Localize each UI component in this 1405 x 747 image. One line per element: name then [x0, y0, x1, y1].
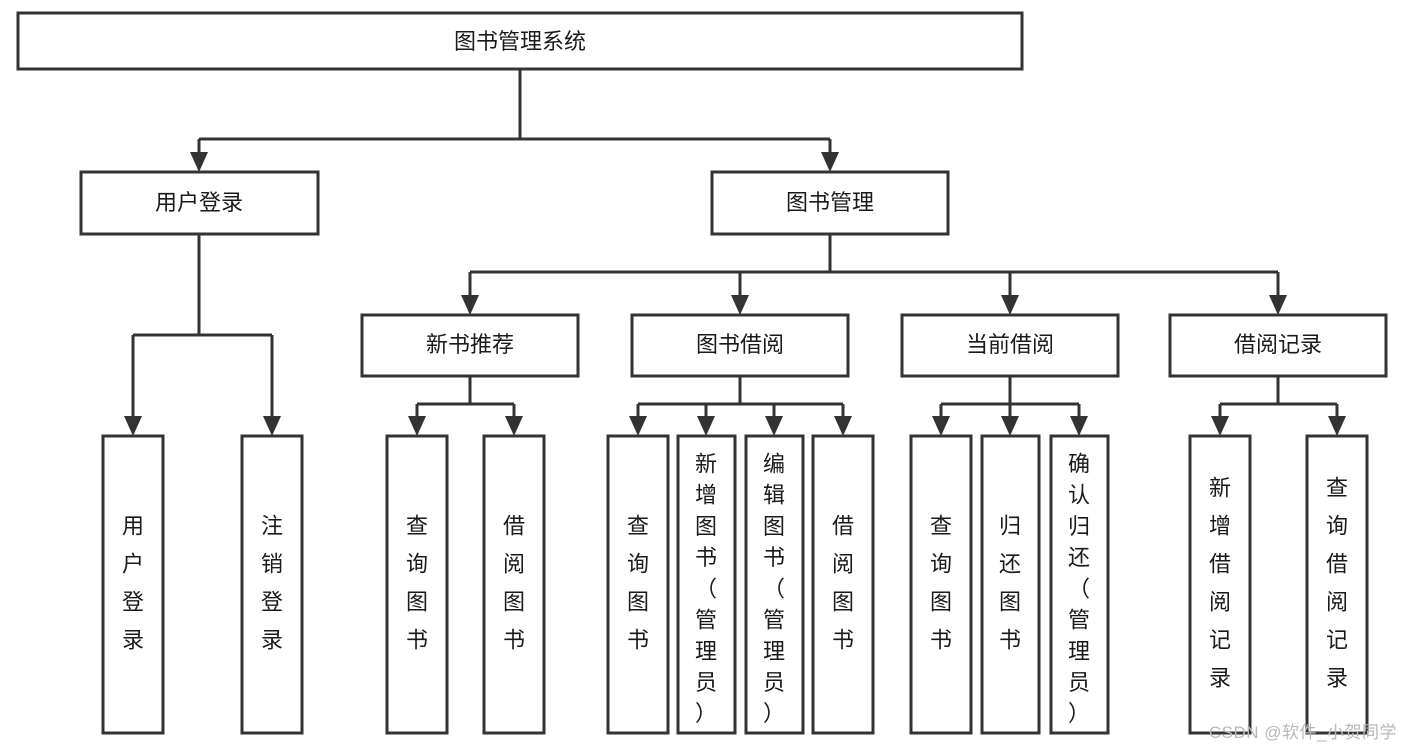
node-leaf-13-box[interactable]	[1305, 434, 1369, 735]
node-leaf-10[interactable]: 归还图书	[980, 434, 1041, 735]
arrow-leaf-11	[1070, 416, 1088, 436]
arrow-leaf-8	[834, 416, 852, 436]
node-leaf-9[interactable]: 查询图书	[909, 434, 973, 735]
node-book-borrow[interactable]: 图书借阅	[630, 313, 850, 378]
node-new-book-rec[interactable]: 新书推荐	[360, 313, 580, 378]
node-leaf-9-box[interactable]	[909, 434, 973, 735]
node-book-borrow-box[interactable]	[630, 313, 850, 378]
node-current-borrow-label: 当前借阅	[966, 332, 1054, 357]
node-leaf-6-label: 新增图书（管理员）	[695, 451, 717, 726]
node-leaf-1-box[interactable]	[101, 434, 165, 735]
node-borrow-record[interactable]: 借阅记录	[1168, 313, 1388, 378]
arrow-book-mgmt	[821, 152, 839, 172]
node-leaf-2-label: 注销登录	[261, 513, 283, 652]
node-book-mgmt[interactable]: 图书管理	[710, 170, 950, 236]
arrow-book-borrow	[731, 295, 749, 315]
arrow-current-borrow	[1001, 295, 1019, 315]
node-leaf-10-box[interactable]	[980, 434, 1041, 735]
node-leaf-7-label: 编辑图书（管理员）	[763, 451, 785, 726]
node-root-label: 图书管理系统	[454, 29, 586, 54]
arrow-user-login	[190, 152, 208, 172]
node-leaf-13[interactable]: 查询借阅记录	[1305, 434, 1369, 735]
node-leaf-9-label: 查询图书	[930, 513, 952, 652]
node-leaf-12-box[interactable]	[1188, 434, 1252, 735]
node-root[interactable]: 图书管理系统	[16, 11, 1024, 71]
node-book-mgmt-box[interactable]	[710, 170, 950, 236]
arrow-leaf-9	[932, 416, 950, 436]
node-borrow-record-box[interactable]	[1168, 313, 1388, 378]
node-leaf-11[interactable]: 确认归还（管理员）	[1049, 434, 1110, 735]
node-leaf-13-label: 查询借阅记录	[1326, 475, 1348, 690]
node-leaf-6-box[interactable]	[676, 434, 737, 735]
node-leaf-10-label: 归还图书	[999, 513, 1021, 652]
node-leaf-4-label: 借阅图书	[503, 513, 525, 652]
connector-layer	[124, 69, 1346, 436]
node-leaf-6[interactable]: 新增图书（管理员）	[676, 434, 737, 735]
node-leaf-2-box[interactable]	[240, 434, 304, 735]
arrow-leaf-4	[505, 416, 523, 436]
node-root-box[interactable]	[16, 11, 1024, 71]
arrow-leaf-7	[765, 416, 783, 436]
node-leaf-3-box[interactable]	[385, 434, 449, 735]
arrow-leaf-5	[629, 416, 647, 436]
node-borrow-record-label: 借阅记录	[1234, 332, 1322, 357]
node-leaf-4[interactable]: 借阅图书	[482, 434, 546, 735]
node-leaf-8-box[interactable]	[811, 434, 875, 735]
node-leaf-11-box[interactable]	[1049, 434, 1110, 735]
node-user-login[interactable]: 用户登录	[79, 170, 320, 236]
node-new-book-rec-box[interactable]	[360, 313, 580, 378]
arrow-leaf-3	[408, 416, 426, 436]
node-current-borrow-box[interactable]	[900, 313, 1120, 378]
node-book-borrow-label: 图书借阅	[696, 332, 784, 357]
node-leaf-5[interactable]: 查询图书	[606, 434, 670, 735]
arrow-borrow-record	[1269, 295, 1287, 315]
node-leaf-7-box[interactable]	[744, 434, 805, 735]
node-leaf-3-label: 查询图书	[406, 513, 428, 652]
node-leaf-2[interactable]: 注销登录	[240, 434, 304, 735]
node-leaf-1-label: 用户登录	[122, 513, 144, 652]
node-leaf-3[interactable]: 查询图书	[385, 434, 449, 735]
arrow-leaf-13	[1328, 416, 1346, 436]
node-leaf-5-label: 查询图书	[627, 513, 649, 652]
node-user-login-label: 用户登录	[155, 190, 243, 215]
node-leaf-12[interactable]: 新增借阅记录	[1188, 434, 1252, 735]
node-user-login-box[interactable]	[79, 170, 320, 236]
node-leaf-12-label: 新增借阅记录	[1209, 475, 1231, 690]
arrow-leaf-10	[1001, 416, 1019, 436]
csdn-watermark: CSDN @软件_小贺同学	[1208, 723, 1397, 742]
node-leaf-11-label: 确认归还（管理员）	[1068, 451, 1090, 726]
arrow-leaf-2	[263, 416, 281, 436]
arrow-new-book-rec	[461, 295, 479, 315]
arrow-leaf-12	[1211, 416, 1229, 436]
node-leaf-4-box[interactable]	[482, 434, 546, 735]
node-current-borrow[interactable]: 当前借阅	[900, 313, 1120, 378]
node-book-mgmt-label: 图书管理	[786, 190, 874, 215]
node-leaf-8-label: 借阅图书	[832, 513, 854, 652]
node-leaf-1[interactable]: 用户登录	[101, 434, 165, 735]
arrow-leaf-1	[124, 416, 142, 436]
node-leaf-5-box[interactable]	[606, 434, 670, 735]
arrow-leaf-6	[697, 416, 715, 436]
node-leaf-7[interactable]: 编辑图书（管理员）	[744, 434, 805, 735]
node-new-book-rec-label: 新书推荐	[426, 332, 514, 357]
node-leaf-8[interactable]: 借阅图书	[811, 434, 875, 735]
